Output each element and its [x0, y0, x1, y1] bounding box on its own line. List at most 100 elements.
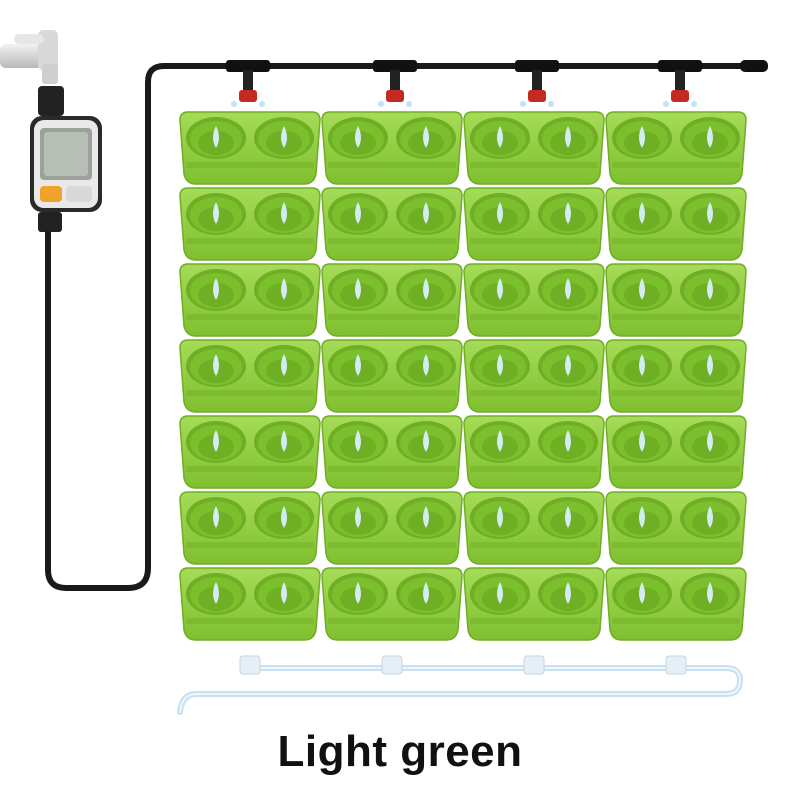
water-drop: [497, 354, 503, 376]
water-drop: [423, 430, 429, 452]
water-drop: [213, 582, 219, 604]
water-drop: [707, 506, 713, 528]
water-drop: [281, 430, 287, 452]
planter-module: [605, 187, 747, 261]
water-drop: [355, 126, 361, 148]
planter-module: [605, 263, 747, 337]
dripper-stem: [675, 70, 685, 92]
water-drop: [639, 354, 645, 376]
mist-drop: [231, 101, 237, 107]
water-drop: [497, 126, 503, 148]
water-drop: [565, 430, 571, 452]
drip-emitters: [226, 60, 702, 107]
planter-module: [463, 263, 605, 337]
mist-drop: [691, 101, 697, 107]
water-drop: [423, 202, 429, 224]
planter-module: [463, 491, 605, 565]
water-drop: [213, 278, 219, 300]
planter-module: [605, 567, 747, 641]
planter-module: [321, 111, 463, 185]
water-drop: [497, 506, 503, 528]
water-drop: [639, 278, 645, 300]
water-timer-icon: [30, 86, 102, 232]
dripper-stem: [532, 70, 542, 92]
water-drop: [565, 126, 571, 148]
water-drop: [639, 430, 645, 452]
water-drop: [639, 126, 645, 148]
water-drop: [565, 202, 571, 224]
water-drop: [639, 202, 645, 224]
dripper-head: [671, 90, 689, 102]
water-drop: [497, 430, 503, 452]
dripper-head: [386, 90, 404, 102]
water-drop: [639, 582, 645, 604]
planter-module: [463, 187, 605, 261]
water-drop: [707, 126, 713, 148]
water-drop: [707, 582, 713, 604]
water-drop: [565, 582, 571, 604]
water-drop: [423, 582, 429, 604]
water-drop: [355, 278, 361, 300]
mist-drop: [406, 101, 412, 107]
water-drop: [423, 506, 429, 528]
water-drop: [423, 354, 429, 376]
planter-module: [179, 339, 321, 413]
water-drop: [497, 202, 503, 224]
water-drop: [213, 354, 219, 376]
drain-clip: [523, 655, 545, 675]
drain-clip: [381, 655, 403, 675]
tee-connector: [515, 60, 559, 72]
water-drop: [281, 202, 287, 224]
mist-drop: [520, 101, 526, 107]
water-drop: [639, 506, 645, 528]
water-drop: [497, 278, 503, 300]
planter-module: [463, 339, 605, 413]
planter-module: [179, 263, 321, 337]
drain-tube: [177, 665, 744, 715]
dripper-stem: [390, 70, 400, 92]
water-drop: [213, 126, 219, 148]
mist-drop: [548, 101, 554, 107]
dripper-head: [239, 90, 257, 102]
water-drop: [281, 278, 287, 300]
water-drop: [565, 354, 571, 376]
water-drop: [355, 582, 361, 604]
tee-connector: [373, 60, 417, 72]
faucet-icon: [0, 30, 58, 84]
planter-module: [605, 491, 747, 565]
water-drop: [423, 278, 429, 300]
water-drop: [707, 202, 713, 224]
dripper-stem: [243, 70, 253, 92]
planter-module: [605, 111, 747, 185]
hose-end-cap: [740, 60, 768, 72]
planter-module: [321, 491, 463, 565]
water-drop: [213, 430, 219, 452]
drain-clips: [239, 655, 687, 675]
water-drop: [423, 126, 429, 148]
planter-module: [321, 187, 463, 261]
water-drop: [213, 202, 219, 224]
planter-grid: [179, 111, 747, 641]
water-drop: [281, 506, 287, 528]
supply-hose: [45, 63, 759, 591]
water-drop: [281, 126, 287, 148]
water-drop: [355, 506, 361, 528]
planter-module: [179, 415, 321, 489]
dripper-head: [528, 90, 546, 102]
planter-module: [179, 567, 321, 641]
water-drop: [281, 354, 287, 376]
planter-module: [321, 263, 463, 337]
planter-module: [463, 415, 605, 489]
color-label: Light green: [277, 727, 523, 776]
water-drop: [565, 278, 571, 300]
planter-module: [463, 111, 605, 185]
water-drop: [707, 354, 713, 376]
water-drop: [355, 202, 361, 224]
planter-module: [605, 339, 747, 413]
planter-module: [179, 111, 321, 185]
planter-module: [321, 415, 463, 489]
water-drop: [497, 582, 503, 604]
water-drop: [281, 582, 287, 604]
planter-module: [605, 415, 747, 489]
